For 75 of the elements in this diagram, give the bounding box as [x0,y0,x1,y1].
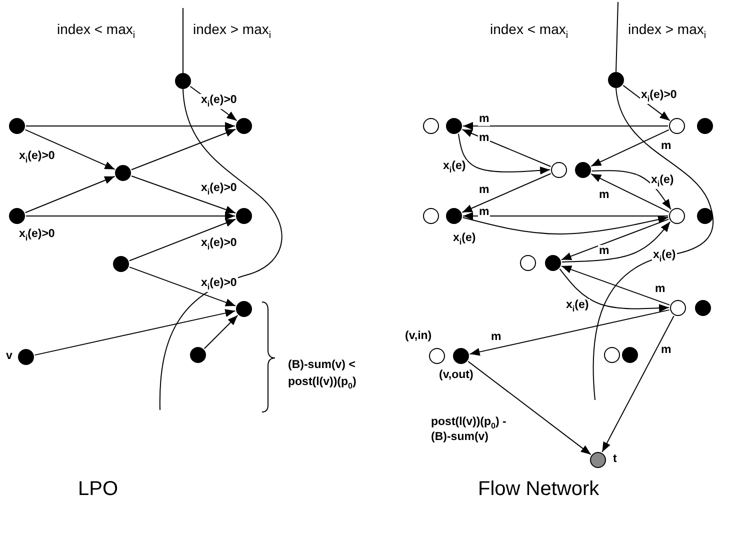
arrow [204,314,238,350]
region-label: index > max$_{i}$ [628,22,706,42]
vertex-dot [604,347,620,363]
arrow [24,129,116,170]
edge-label: x$_{i}$(e) [650,174,675,190]
arrow [559,268,670,312]
vertex-dot [669,118,685,134]
edge-label: x$_{i}$(e) [652,249,677,264]
arrow [128,266,236,306]
node-label: (v,in) [404,330,433,343]
arrow [469,309,670,356]
vertex-dot [423,208,439,224]
region-label: index < max$_{i}$ [490,22,568,42]
edge-label: x$_{i}$(e)>0 [200,182,238,198]
vertex-dot [669,208,685,224]
arrow [462,128,552,168]
edge-label: x$_{i}$(e)>0 [18,228,56,244]
arrow [130,176,236,214]
vertex-dot [551,162,567,178]
edge-label: m [478,206,490,219]
edge-label: x$_{i}$(e)>0 [200,237,238,252]
vertex-dot [115,165,131,181]
arrow [462,122,668,130]
vertex-dot [446,118,462,134]
vertex-dot [423,118,439,134]
region-label: index > max$_{i}$ [193,22,272,42]
vertex-dot [9,118,25,134]
vertex-dot [236,301,252,317]
arrow [26,212,236,220]
arrow [26,122,236,130]
panel-caption: Flow Network [478,478,600,500]
arrow [560,266,670,306]
vertex-dot [697,118,713,134]
vertex-dot [545,255,561,271]
edge-label: x$_{i}$(e) [565,299,590,314]
arrow [602,315,674,453]
arrow [462,173,552,213]
edge-label: x$_{i}$(e) [442,160,467,176]
vertex-dot [236,208,252,224]
vertex-dot [190,347,206,363]
vertex-dot [446,208,462,224]
vertex-dot [622,347,638,363]
sink-vertex [590,452,606,468]
edge-label: x$_{i}$(e)>0 [200,277,238,292]
arrow [468,360,592,456]
vertex-dot [9,208,25,224]
edge-label: m [478,132,490,145]
edge-label: x$_{i}$(e)>0 [18,150,56,166]
vertex-dot [236,118,252,134]
vertex-dot [695,300,711,316]
edge-label: x$_{i}$(e) [452,232,477,248]
arrow [128,218,236,262]
arrow [462,212,668,220]
arrow [462,216,669,234]
vertex-dot [520,255,536,271]
vertex-dot [175,73,191,89]
node-label: (v,out) [438,369,474,382]
edge-label: x$_{i}$(e)>0 [640,89,678,104]
edge-label: x$_{i}$(e)>0 [200,94,238,110]
vertex-dot [18,349,34,365]
vertex-dot [453,348,469,364]
vertex-dot [429,348,445,364]
arrow [34,309,236,356]
arrow [24,176,116,214]
panel-caption: LPO [78,478,118,500]
arrow [130,128,236,170]
vertex-dot [670,300,686,316]
vertex-dot [608,72,624,88]
arrow [590,129,670,167]
vertex-dot [575,162,591,178]
vertex-dot [697,208,713,224]
vertex-dot [113,256,129,272]
arrow [622,84,670,122]
arrow [458,133,550,174]
region-label: index < max$_{i}$ [57,22,136,42]
